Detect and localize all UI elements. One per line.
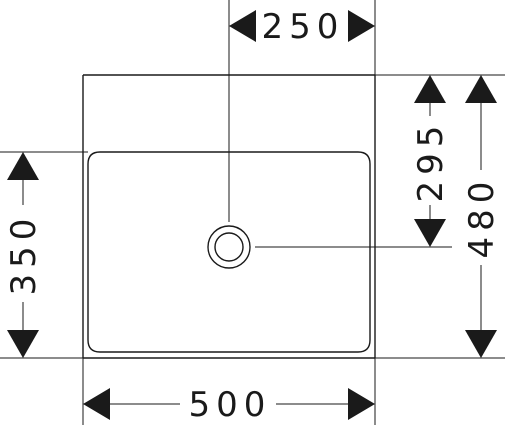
dimension-label-500: 500	[189, 385, 272, 425]
arrow-up-icon	[465, 75, 497, 103]
arrow-down-icon	[465, 330, 497, 358]
arrow-right-icon	[348, 388, 375, 420]
dimension-500: 500	[83, 385, 375, 425]
dimension-250: 250	[229, 7, 375, 47]
dimension-label-480: 480	[462, 176, 502, 259]
arrow-left-icon	[83, 388, 110, 420]
dimension-label-350: 350	[4, 213, 44, 296]
dimension-label-250: 250	[262, 7, 345, 47]
arrow-left-icon	[229, 10, 256, 42]
basin-inner-bowl	[87, 151, 371, 353]
arrow-down-icon	[414, 219, 446, 247]
dimension-350: 350	[4, 152, 44, 358]
dimension-295: 295	[411, 75, 451, 247]
arrow-right-icon	[348, 10, 375, 42]
dimension-label-295: 295	[411, 120, 451, 203]
arrow-down-icon	[7, 330, 39, 358]
drain-icon	[207, 225, 251, 269]
arrow-up-icon	[414, 75, 446, 103]
dimension-480: 480	[462, 75, 502, 358]
arrow-up-icon	[7, 152, 39, 180]
